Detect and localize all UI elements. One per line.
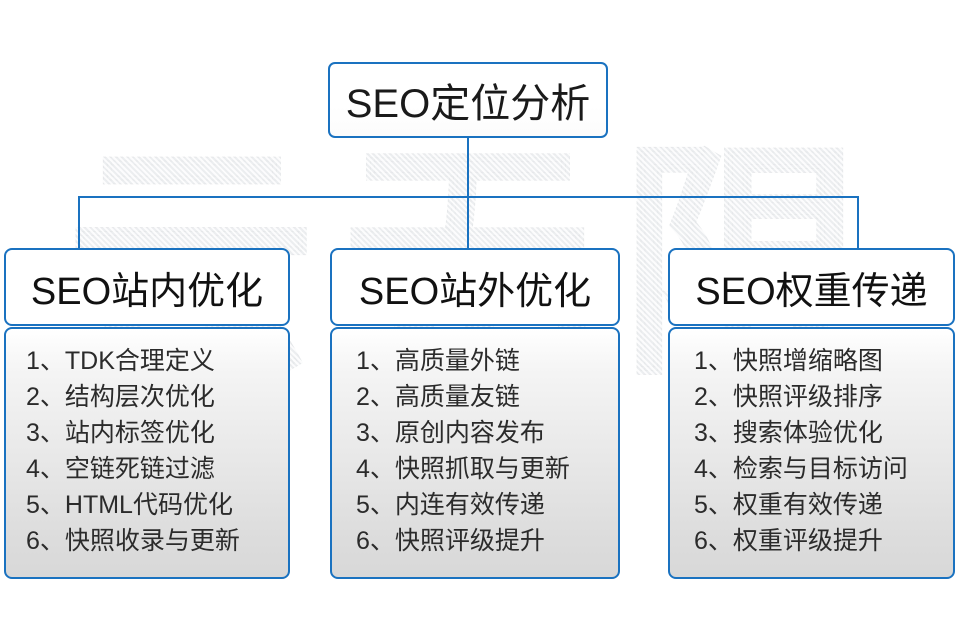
column-body-3: 1、快照增缩略图 2、快照评级排序 3、搜索体验优化 4、检索与目标访问 5、权… <box>668 327 955 579</box>
list-item: 6、快照评级提升 <box>356 527 545 555</box>
list-item: 1、快照增缩略图 <box>694 347 883 375</box>
list-item: 5、内连有效传递 <box>356 491 545 519</box>
connector-branch-middle <box>467 196 469 249</box>
column-header-3[interactable]: SEO权重传递 <box>668 248 955 326</box>
list-item: 2、快照评级排序 <box>694 383 883 411</box>
list-item: 4、快照抓取与更新 <box>356 455 570 483</box>
list-item: 6、快照收录与更新 <box>26 527 240 555</box>
connector-root-vertical <box>467 138 469 198</box>
list-item: 5、权重有效传递 <box>694 491 883 519</box>
column-header-label-1: SEO站内优化 <box>30 270 264 313</box>
list-item: 3、站内标签优化 <box>26 419 215 447</box>
column-header-1[interactable]: SEO站内优化 <box>4 248 290 326</box>
column-header-label-3: SEO权重传递 <box>695 270 928 313</box>
connector-branch-right <box>857 196 859 249</box>
list-item: 1、高质量外链 <box>356 347 520 375</box>
list-item: 5、HTML代码优化 <box>26 491 233 519</box>
root-node-title: SEO定位分析 <box>345 82 591 126</box>
list-item: 3、搜索体验优化 <box>694 419 883 447</box>
column-header-label-2: SEO站外优化 <box>358 270 592 313</box>
list-item: 3、原创内容发布 <box>356 419 545 447</box>
root-node[interactable]: SEO定位分析 <box>328 62 608 138</box>
column-header-2[interactable]: SEO站外优化 <box>330 248 620 326</box>
column-list-3: 1、快照增缩略图 2、快照评级排序 3、搜索体验优化 4、检索与目标访问 5、权… <box>670 343 953 559</box>
column-seo-offsite: SEO站外优化 1、高质量外链 2、高质量友链 3、原创内容发布 4、快照抓取与… <box>330 248 620 579</box>
column-list-2: 1、高质量外链 2、高质量友链 3、原创内容发布 4、快照抓取与更新 5、内连有… <box>332 343 618 559</box>
column-body-2: 1、高质量外链 2、高质量友链 3、原创内容发布 4、快照抓取与更新 5、内连有… <box>330 327 620 579</box>
list-item: 2、高质量友链 <box>356 383 520 411</box>
column-body-1: 1、TDK合理定义 2、结构层次优化 3、站内标签优化 4、空链死链过滤 5、H… <box>4 327 290 579</box>
list-item: 1、TDK合理定义 <box>26 347 215 375</box>
connector-branch-left <box>78 196 80 249</box>
list-item: 2、结构层次优化 <box>26 383 215 411</box>
column-seo-onsite: SEO站内优化 1、TDK合理定义 2、结构层次优化 3、站内标签优化 4、空链… <box>4 248 290 579</box>
column-list-1: 1、TDK合理定义 2、结构层次优化 3、站内标签优化 4、空链死链过滤 5、H… <box>6 343 288 559</box>
column-seo-weight: SEO权重传递 1、快照增缩略图 2、快照评级排序 3、搜索体验优化 4、检索与… <box>668 248 955 579</box>
list-item: 4、空链死链过滤 <box>26 455 215 483</box>
list-item: 6、权重评级提升 <box>694 527 883 555</box>
list-item: 4、检索与目标访问 <box>694 455 908 483</box>
